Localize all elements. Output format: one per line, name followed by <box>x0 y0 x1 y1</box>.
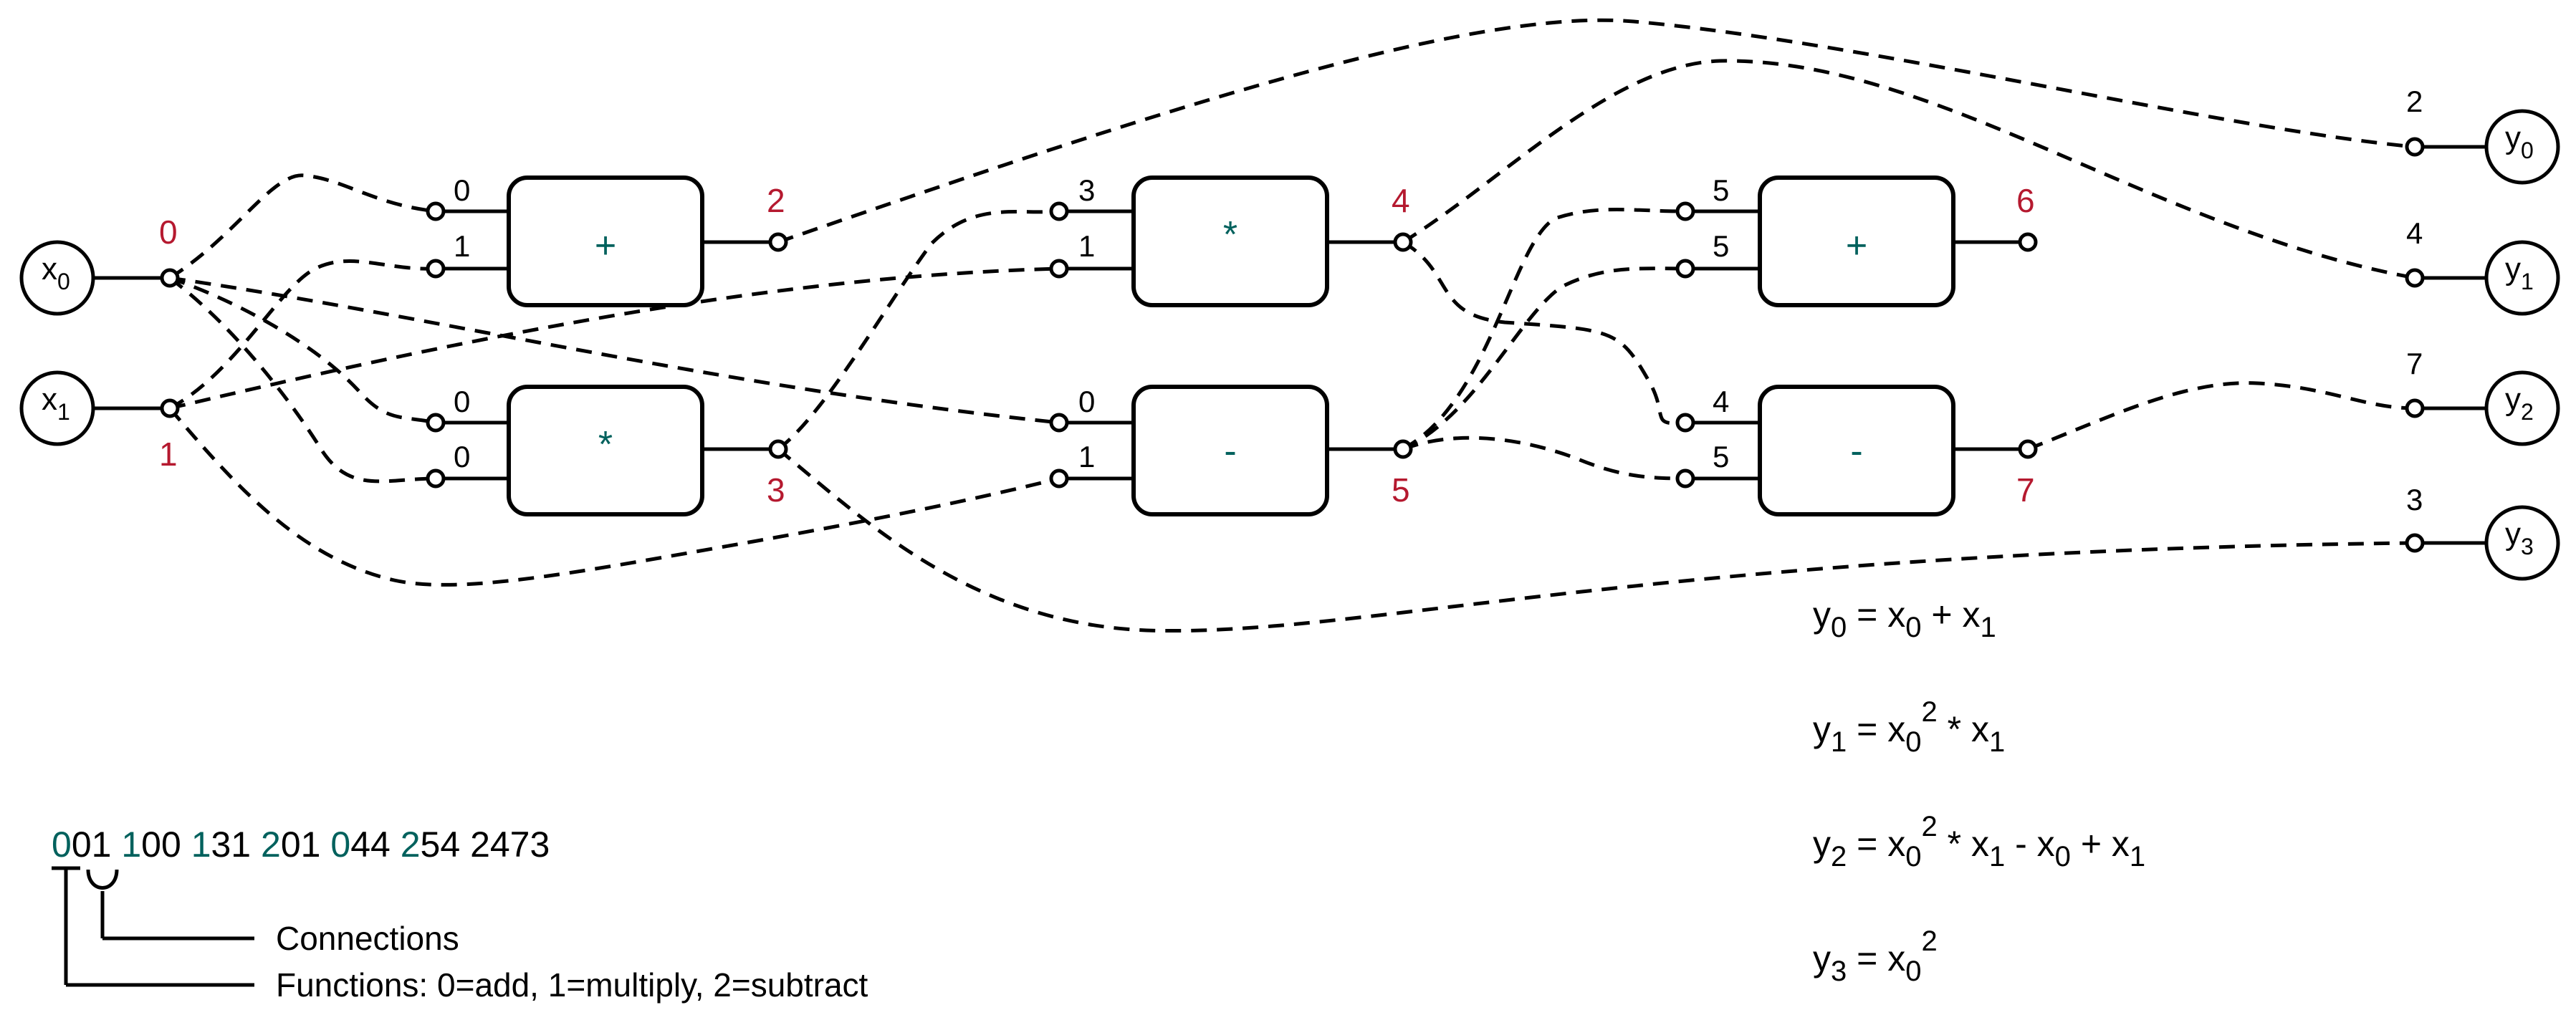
node-index: 3 <box>767 471 785 509</box>
node-input-label: 1 <box>1078 229 1095 263</box>
node-function: + <box>1846 225 1867 266</box>
output-label: y2 <box>2505 382 2534 425</box>
output-y3: y3 3 <box>2405 483 2560 581</box>
output-label: y1 <box>2505 251 2534 294</box>
wire-7-to-y2 <box>2027 381 2415 451</box>
equation-y3: y3 = x02 <box>1813 925 1938 987</box>
node-input-label: 0 <box>1078 385 1095 418</box>
wire-5-to-node6-in0 <box>1402 208 1686 451</box>
output-y0: y0 2 <box>2405 85 2560 185</box>
wire-2-to-y0 <box>777 18 2415 244</box>
output-equations: y0 = x0 + x1 y1 = x02 * x1 y2 = x02 * x1 -… <box>1813 595 2145 987</box>
node-input-label: 1 <box>1078 440 1095 473</box>
function-node-2: 0 1 + 2 <box>426 173 788 307</box>
output-y1: y1 4 <box>2405 216 2560 316</box>
node-index: 6 <box>2016 182 2035 219</box>
output-source-label: 7 <box>2406 347 2423 380</box>
node-input-label: 4 <box>1713 385 1729 418</box>
wire-0-to-node2-in0 <box>168 173 436 280</box>
wire-5-to-node7-in1 <box>1402 436 1686 481</box>
legend-functions: Functions: 0=add, 1=multiply, 2=subtract <box>276 966 868 1004</box>
connection-wires <box>168 18 2415 633</box>
wire-0-to-node3-in0 <box>169 276 436 425</box>
wire-1-to-node2-in1 <box>168 259 436 410</box>
function-node-7: 4 5 - 7 <box>1675 385 2038 516</box>
output-label: y3 <box>2505 516 2534 559</box>
node-input-label: 5 <box>1713 229 1729 263</box>
input-index: 1 <box>159 436 178 473</box>
node-input-label: 1 <box>454 229 470 263</box>
input-label: x0 <box>42 251 70 294</box>
input-x0: x0 0 <box>19 213 180 316</box>
output-label: y0 <box>2505 120 2534 163</box>
node-index: 7 <box>2016 471 2035 509</box>
output-node-circle <box>2484 240 2560 316</box>
node-function: + <box>595 225 616 266</box>
input-x1: x1 1 <box>19 370 180 473</box>
wire-3-to-node4-in0 <box>777 209 1060 451</box>
input-label: x1 <box>42 382 70 425</box>
wire-0-to-node5-in0 <box>169 276 1060 425</box>
wire-3-to-y3 <box>777 448 2415 633</box>
input-index: 0 <box>159 213 178 251</box>
function-node-4: 3 1 * 4 <box>1049 173 1413 307</box>
node-index: 5 <box>1392 471 1410 509</box>
output-node-circle <box>2484 370 2560 446</box>
node-index: 4 <box>1392 182 1410 219</box>
genotype-string: 001 100 131 201 044 254 2473 <box>52 824 550 865</box>
output-node-circle <box>2484 109 2560 185</box>
node-input-label: 0 <box>454 440 470 473</box>
node-function: * <box>598 424 613 466</box>
node-input-label: 0 <box>454 173 470 207</box>
node-input-label: 5 <box>1713 440 1729 473</box>
node-input-label: 0 <box>454 385 470 418</box>
equation-y0: y0 = x0 + x1 <box>1813 595 1996 643</box>
wire-0-to-node3-in1 <box>168 276 436 484</box>
wire-5-to-node6-in1 <box>1402 266 1686 451</box>
wire-4-to-y1 <box>1402 59 2415 280</box>
node-function: * <box>1223 214 1237 256</box>
node-input-label: 3 <box>1078 173 1095 207</box>
equation-y1: y1 = x02 * x1 <box>1813 696 2005 758</box>
wire-1-to-node4-in1 <box>169 266 1060 410</box>
output-y2: y2 7 <box>2405 347 2560 446</box>
function-node-6: 5 5 + 6 <box>1675 173 2038 307</box>
legend-connections: Connections <box>276 920 459 957</box>
function-node-3: 0 0 * 3 <box>426 385 788 516</box>
equation-y2: y2 = x02 * x1 - x0 + x1 <box>1813 811 2145 872</box>
output-node-circle <box>2484 505 2560 581</box>
node-index: 2 <box>767 182 785 219</box>
genotype-legend: Connections Functions: 0=add, 1=multiply… <box>52 866 868 1004</box>
wire-1-to-node5-in1 <box>168 407 1060 587</box>
function-node-5: 0 1 - 5 <box>1049 385 1413 516</box>
node-function: - <box>1850 431 1862 472</box>
output-source-label: 4 <box>2406 216 2423 250</box>
wire-4-to-node7-in0 <box>1402 240 1686 425</box>
output-source-label: 2 <box>2406 85 2423 118</box>
node-input-label: 5 <box>1713 173 1729 207</box>
output-source-label: 3 <box>2406 483 2423 516</box>
node-function: - <box>1224 431 1236 472</box>
